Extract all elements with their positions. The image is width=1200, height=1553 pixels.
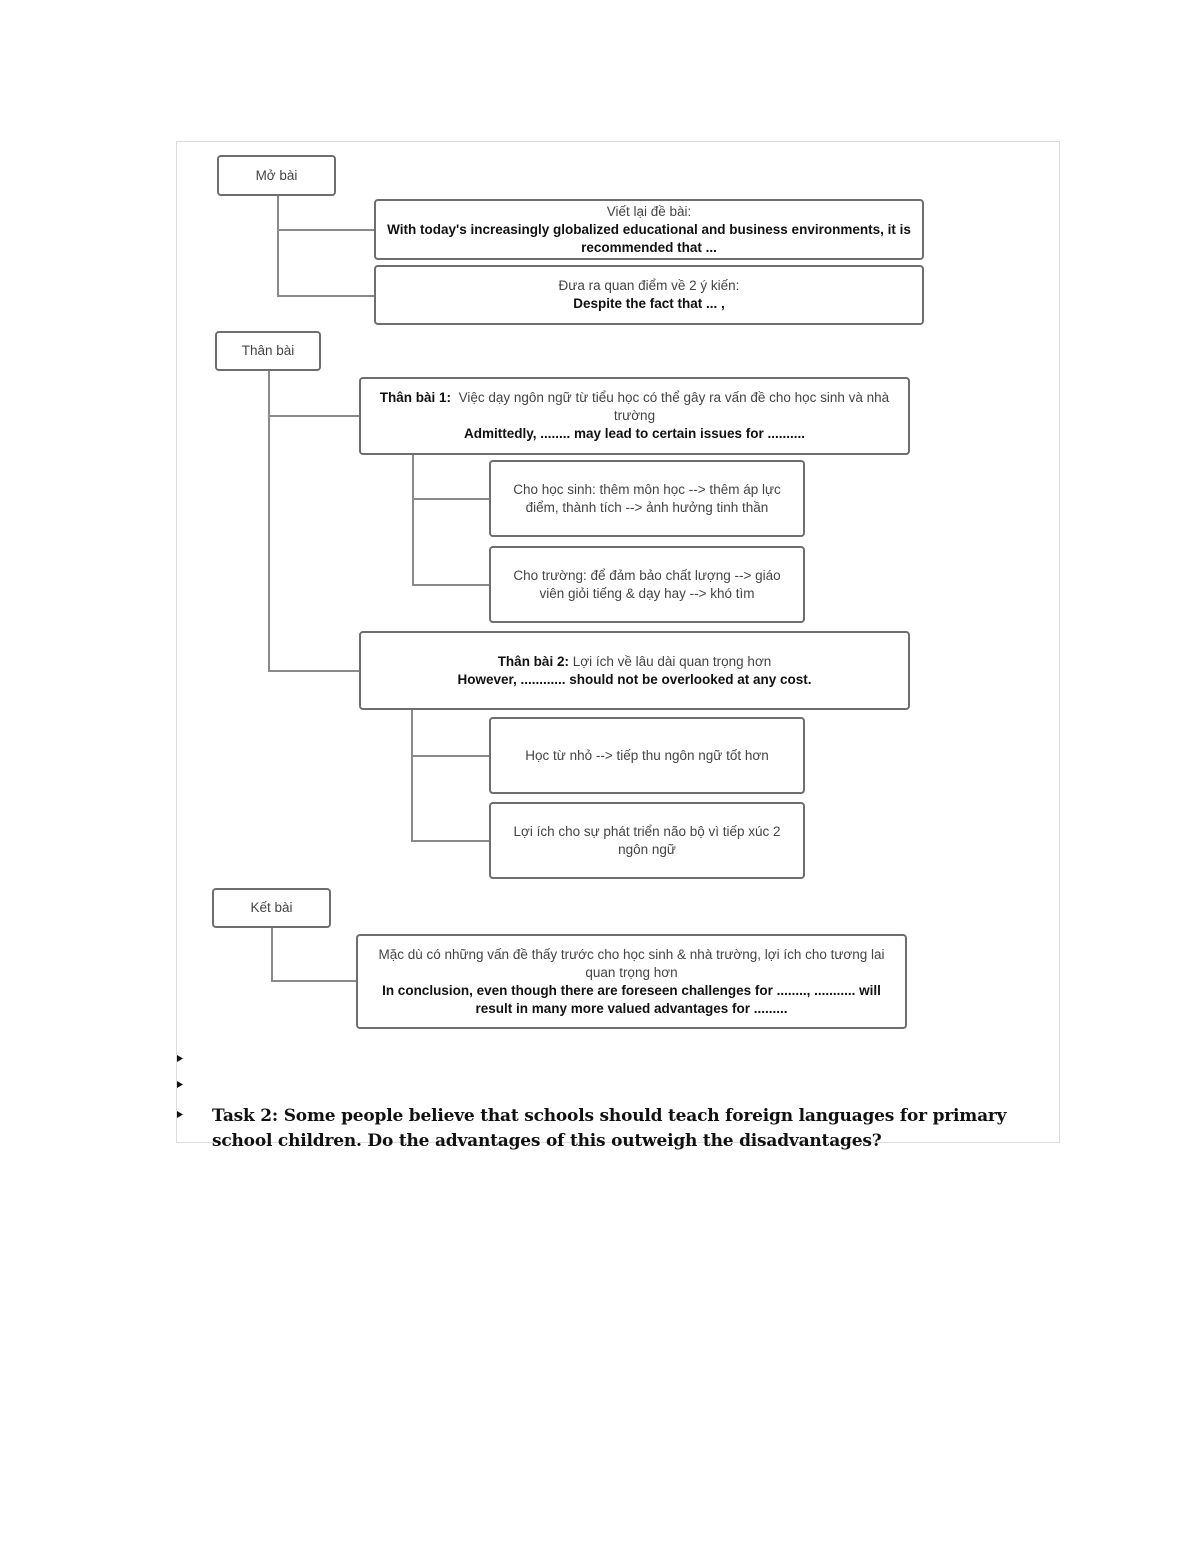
connector-line bbox=[411, 710, 413, 841]
intro-rewrite-box: Viết lại đề bài: With today's increasing… bbox=[374, 199, 924, 260]
body2-box: Thân bài 2: Lợi ích về lâu dài quan trọn… bbox=[359, 631, 910, 710]
connector-line bbox=[412, 584, 490, 586]
body2-heading: Lợi ích về lâu dài quan trọng hơn bbox=[572, 653, 772, 669]
body2-point1-box: Học từ nhỏ --> tiếp thu ngôn ngữ tốt hơn bbox=[489, 717, 805, 794]
body2-point1: Học từ nhỏ --> tiếp thu ngôn ngữ tốt hơn bbox=[525, 747, 769, 763]
diagram-frame bbox=[176, 141, 1060, 1143]
conclusion-text: In conclusion, even though there are for… bbox=[382, 982, 881, 1016]
body1-box: Thân bài 1: Việc dạy ngôn ngữ từ tiểu họ… bbox=[359, 377, 910, 455]
conclusion-label-box: Kết bài bbox=[212, 888, 331, 928]
connector-line bbox=[412, 455, 414, 585]
body1-heading: Việc dạy ngôn ngữ từ tiểu học có thể gây… bbox=[458, 390, 890, 423]
body2-text: However, ............ should not be over… bbox=[457, 671, 812, 687]
intro-rewrite-text: With today's increasingly globalized edu… bbox=[387, 221, 911, 255]
connector-line bbox=[268, 371, 270, 671]
intro-label-box: Mở bài bbox=[217, 155, 336, 196]
body1-text: Admittedly, ........ may lead to certain… bbox=[463, 426, 806, 441]
conclusion-box: Mặc dù có những vấn đề thấy trước cho họ… bbox=[356, 934, 907, 1029]
empty-bullet bbox=[176, 1072, 1060, 1098]
intro-label: Mở bài bbox=[255, 167, 298, 183]
connector-line bbox=[411, 840, 490, 842]
connector-line bbox=[271, 980, 357, 982]
bullet-list: Task 2: Some people believe that schools… bbox=[176, 1046, 1060, 1154]
connector-line bbox=[277, 295, 375, 297]
conclusion-heading: Mặc dù có những vấn đề thấy trước cho họ… bbox=[378, 946, 885, 980]
intro-opinion-box: Đưa ra quan điểm về 2 ý kiến: Despite th… bbox=[374, 265, 924, 325]
connector-line bbox=[412, 498, 490, 500]
connector-line bbox=[277, 196, 279, 296]
intro-rewrite-heading: Viết lại đề bài: bbox=[606, 203, 692, 219]
bullet-icon bbox=[177, 1081, 183, 1088]
empty-bullet bbox=[176, 1046, 1060, 1072]
bullet-icon bbox=[177, 1111, 183, 1118]
bullet-icon bbox=[177, 1055, 183, 1062]
body2-point2-box: Lợi ích cho sự phát triển não bộ vì tiếp… bbox=[489, 802, 805, 879]
intro-opinion-text: Despite the fact that ... , bbox=[573, 296, 725, 311]
connector-line bbox=[268, 415, 360, 417]
body2-point2: Lợi ích cho sự phát triển não bộ vì tiếp… bbox=[513, 823, 781, 857]
connector-line bbox=[277, 229, 375, 231]
body1-point2-box: Cho trường: để đảm bảo chất lượng --> gi… bbox=[489, 546, 805, 623]
body2-title: Thân bài 2: bbox=[497, 653, 569, 669]
connector-line bbox=[411, 755, 490, 757]
intro-opinion-heading: Đưa ra quan điểm về 2 ý kiến: bbox=[558, 278, 740, 293]
connector-line bbox=[268, 670, 360, 672]
conclusion-label: Kết bài bbox=[250, 900, 293, 915]
task-prompt-item: Task 2: Some people believe that schools… bbox=[176, 1104, 1060, 1154]
body-label-box: Thân bài bbox=[215, 331, 321, 371]
body-label: Thân bài bbox=[241, 343, 295, 358]
body1-title: Thân bài 1: bbox=[379, 390, 452, 405]
task-prompt: Task 2: Some people believe that schools… bbox=[212, 1106, 1007, 1151]
body1-point1: Cho học sinh: thêm môn học --> thêm áp l… bbox=[513, 481, 781, 515]
body1-point1-box: Cho học sinh: thêm môn học --> thêm áp l… bbox=[489, 460, 805, 537]
connector-line bbox=[271, 928, 273, 981]
body1-point2: Cho trường: để đảm bảo chất lượng --> gi… bbox=[513, 567, 781, 601]
